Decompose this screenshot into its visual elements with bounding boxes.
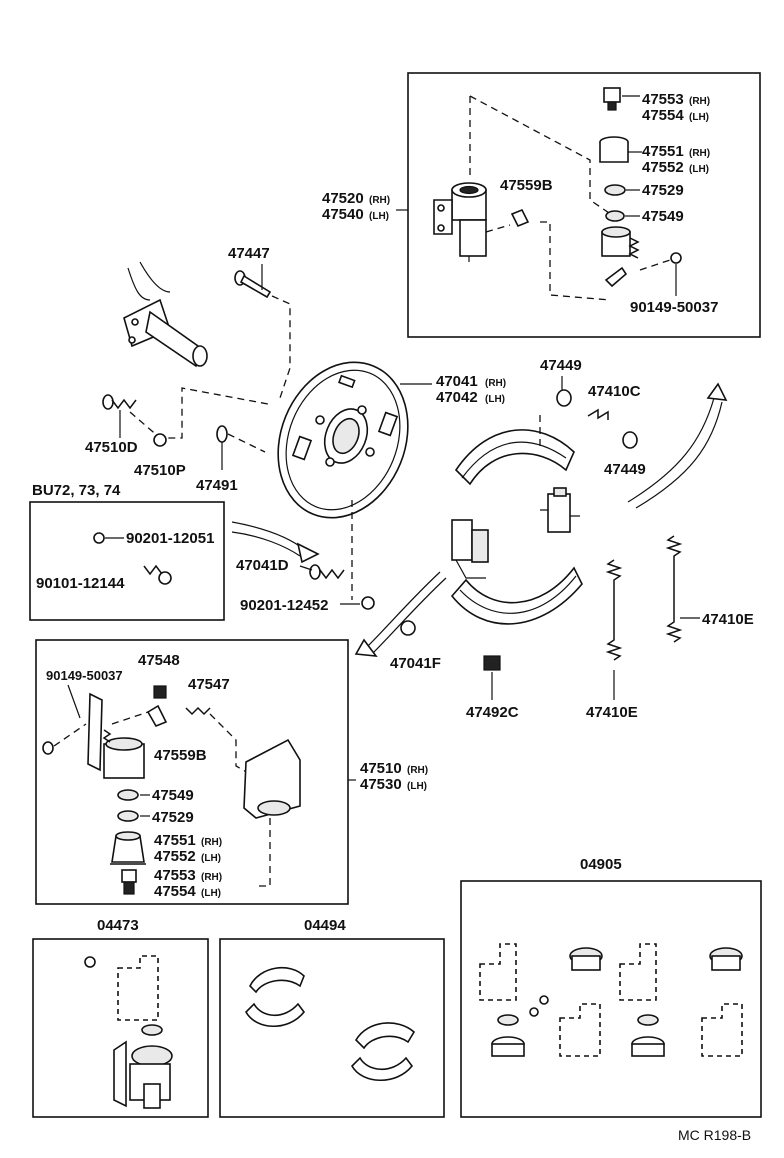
label-47529: 47529 <box>642 182 684 199</box>
label-lb-47559b: 47559B <box>154 747 207 764</box>
label-47552: 47552 <box>642 159 684 176</box>
kit-04905-label: 04905 <box>580 856 622 873</box>
wheel-cylinder-assembly <box>433 182 487 262</box>
svg-text:(LH): (LH) <box>689 164 709 175</box>
label-lb-47529: 47529 <box>152 809 194 826</box>
nut-47492c <box>483 655 501 700</box>
svg-text:(LH): (LH) <box>201 888 221 899</box>
label-lb-47547: 47547 <box>188 676 230 693</box>
bolt-47510d <box>102 387 269 439</box>
adjuster <box>540 487 580 533</box>
label-47510d: 47510D <box>85 439 138 456</box>
label-47447: 47447 <box>228 245 270 262</box>
kit-04494-box <box>219 938 445 1118</box>
washer-90201-12452 <box>361 596 375 610</box>
brake-shoe-lower <box>450 566 583 625</box>
washer-47041f <box>400 620 416 636</box>
label-47540: 47540 <box>322 206 364 223</box>
label-lb-47510: 47510 <box>360 760 402 777</box>
screw-90149 <box>639 252 682 296</box>
kit-04905-box <box>460 880 762 1118</box>
bolt-47041d <box>309 564 345 580</box>
svg-text:(LH): (LH) <box>485 394 505 405</box>
spring-47410e-a <box>605 559 623 700</box>
wheel-cylinder-rh-box: 47553 (RH) 47554 (LH) 47551 (RH) 47552 (… <box>407 72 761 338</box>
svg-text:(LH): (LH) <box>407 781 427 792</box>
label-47410e-b: 47410E <box>702 611 754 628</box>
cup-47449-b <box>622 431 638 449</box>
svg-text:(RH): (RH) <box>201 837 222 848</box>
svg-text:(RH): (RH) <box>201 872 222 883</box>
label-lb-47548: 47548 <box>138 652 180 669</box>
kit-04494-label: 04494 <box>304 917 346 934</box>
clip-47559b <box>510 208 530 228</box>
spring-47410e-b <box>665 535 700 643</box>
svg-text:(RH): (RH) <box>689 96 710 107</box>
bu-box <box>29 501 225 621</box>
arrow-left <box>354 571 447 657</box>
brake-shoe-upper <box>454 415 575 486</box>
label-47041: 47041 <box>436 373 478 390</box>
backing-plate <box>277 361 409 519</box>
kit-04473-label: 04473 <box>97 917 139 934</box>
clip-47491 <box>216 425 266 470</box>
parking-lever <box>451 519 489 579</box>
piston-assembly <box>601 226 640 288</box>
label-47449-a: 47449 <box>540 357 582 374</box>
kit-04473-box <box>32 938 209 1118</box>
label-47410e-a: 47410E <box>586 704 638 721</box>
label-47042: 47042 <box>436 389 478 406</box>
svg-text:(RH): (RH) <box>485 378 506 389</box>
label-47041f: 47041F <box>390 655 441 672</box>
label-47554: 47554 <box>642 107 684 124</box>
svg-text:(LH): (LH) <box>689 112 709 123</box>
label-lb-47530: 47530 <box>360 776 402 793</box>
label-lb-47551: 47551 <box>154 832 196 849</box>
boot-47549 <box>605 210 625 222</box>
svg-text:(RH): (RH) <box>407 765 428 776</box>
label-47553: 47553 <box>642 91 684 108</box>
label-47041d: 47041D <box>236 557 289 574</box>
label-47449-b: 47449 <box>604 461 646 478</box>
svg-text:(RH): (RH) <box>689 148 710 159</box>
label-47410c: 47410C <box>588 383 641 400</box>
label-47520: 47520 <box>322 190 364 207</box>
spring-47410c <box>587 408 609 420</box>
cup-47449-a <box>556 389 572 407</box>
label-lb-47554: 47554 <box>154 883 196 900</box>
label-lb-90149: 90149-50037 <box>46 668 123 683</box>
label-90101-12144: 90101-12144 <box>36 575 125 592</box>
label-lb-47553: 47553 <box>154 867 196 884</box>
svg-text:(RH): (RH) <box>369 195 390 206</box>
label-47549: 47549 <box>642 208 684 225</box>
bolt-90101 <box>143 564 172 585</box>
svg-text:(LH): (LH) <box>201 853 221 864</box>
washer-47510p <box>153 433 167 447</box>
adjusting-bolt <box>599 136 642 163</box>
label-90201-12051: 90201-12051 <box>126 530 214 547</box>
label-90201-12452: 90201-12452 <box>240 597 328 614</box>
cup-47529 <box>604 184 626 196</box>
steering-knuckle <box>123 261 208 367</box>
svg-text:(LH): (LH) <box>369 211 389 222</box>
bolt-47447 <box>234 264 291 399</box>
bu-title: BU72, 73, 74 <box>32 482 121 499</box>
bleeder-screw <box>603 87 640 111</box>
arrow-bu <box>231 521 320 564</box>
label-47510p: 47510P <box>134 462 186 479</box>
label-90149-top: 90149-50037 <box>630 299 718 316</box>
label-47491: 47491 <box>196 477 238 494</box>
label-47551: 47551 <box>642 143 684 160</box>
label-lb-47552: 47552 <box>154 848 196 865</box>
label-lb-47549: 47549 <box>152 787 194 804</box>
figure-code: MC R198-B <box>678 1127 751 1143</box>
label-47559b: 47559B <box>500 177 553 194</box>
arrow-right <box>627 382 728 509</box>
wheel-cylinder-lh-box <box>35 639 349 905</box>
label-47492c: 47492C <box>466 704 519 721</box>
